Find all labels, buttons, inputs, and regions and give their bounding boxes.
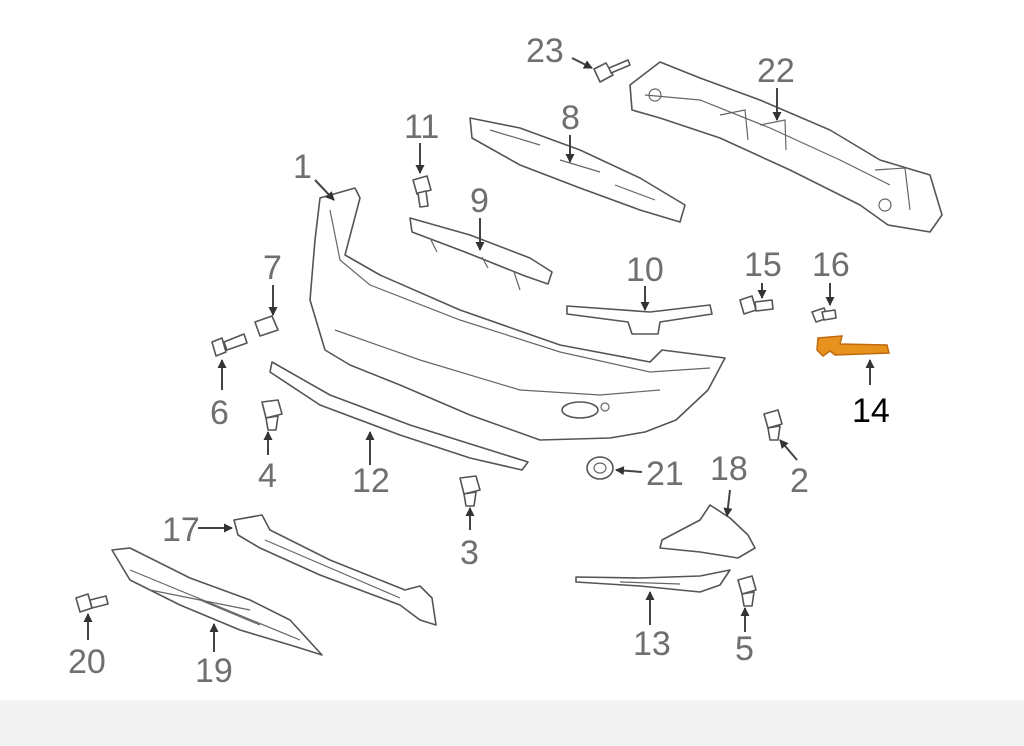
callout-14: 14 [852,392,890,430]
part-12-lower-molding[interactable] [269,361,529,471]
part-23-bolt[interactable] [593,59,631,83]
part-19-cover-panel[interactable] [111,547,323,656]
callout-12: 12 [352,462,390,500]
callout-labels: 1 2 3 4 5 6 7 8 9 10 11 12 13 14 15 16 1… [68,32,890,690]
callout-4: 4 [258,457,277,495]
part-9-upper-bracket[interactable] [409,217,553,291]
part-5-clip[interactable] [737,575,757,607]
part-8-energy-absorber[interactable] [469,117,686,223]
callout-3: 3 [460,534,479,572]
callout-6: 6 [210,394,229,432]
part-18-side-bracket[interactable] [659,504,756,559]
callout-8: 8 [561,99,580,137]
part-20-bolt[interactable] [75,593,109,613]
callout-21: 21 [646,455,684,493]
callout-15: 15 [744,246,782,284]
callout-2: 2 [790,462,809,500]
part-7-spacer[interactable] [254,315,279,337]
part-17-lower-absorber[interactable] [233,514,437,626]
part-4-clip[interactable] [261,399,283,431]
part-13-fog-lamp-trim[interactable] [575,569,731,593]
bottom-band [0,700,1024,746]
part-15-bolt[interactable] [739,295,774,315]
callout-16: 16 [812,246,850,284]
part-3-clip[interactable] [459,475,481,507]
callout-10: 10 [626,251,664,289]
callout-7: 7 [263,249,282,287]
callout-22: 22 [757,52,795,90]
part-2-clip[interactable] [763,409,783,441]
callout-20: 20 [68,643,106,681]
callout-13: 13 [633,625,671,663]
part-16-clip[interactable] [811,307,837,323]
part-14-side-bracket[interactable] [816,335,890,357]
callout-19: 19 [195,652,233,690]
callout-1: 1 [293,148,312,186]
part-10-center-bracket[interactable] [566,304,713,335]
part-22-bumper-reinforcement[interactable] [629,61,943,233]
callout-17: 17 [162,511,200,549]
callout-11: 11 [404,108,439,146]
leader-lines [83,57,875,652]
callout-18: 18 [710,450,748,488]
part-14-highlight-shape[interactable] [816,335,890,357]
callout-23: 23 [526,32,564,70]
part-11-bolt[interactable] [412,175,432,208]
part-1-bumper-cover[interactable] [309,187,726,441]
part-6-bolt[interactable] [211,333,248,357]
callout-9: 9 [470,182,489,220]
callout-5: 5 [735,630,754,668]
part-21-grommet[interactable] [586,456,614,480]
